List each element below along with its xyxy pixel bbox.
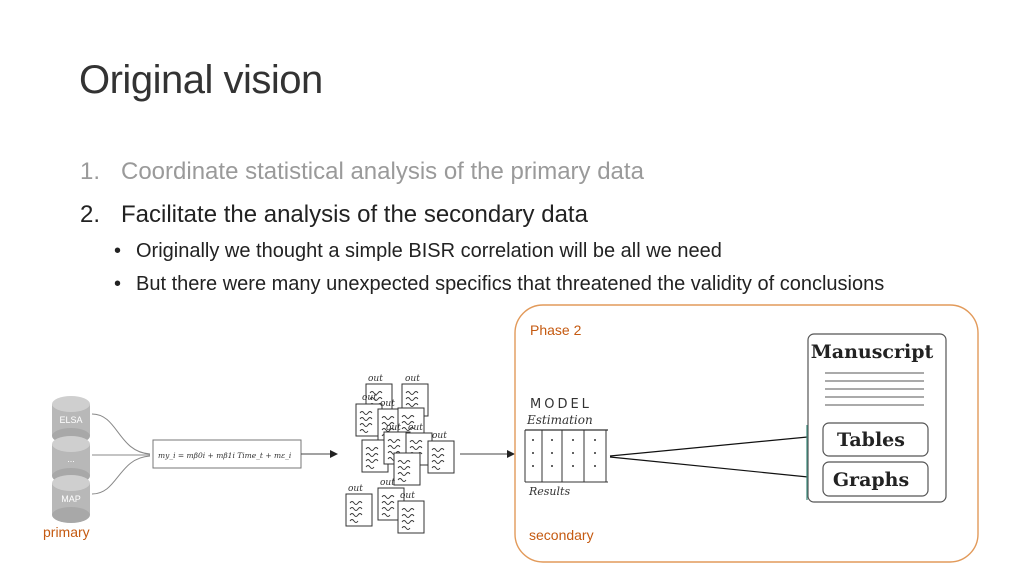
bullet-icon: • — [114, 273, 122, 295]
database-label: MAP — [61, 494, 81, 504]
model-to-graphs-arrow — [609, 456, 820, 482]
model-estimation-sketch: MODEL Estimation Results — [524, 397, 608, 498]
database-ellipsis: ... — [52, 436, 90, 484]
output-label: out — [400, 491, 415, 501]
slide-title: Original vision — [79, 58, 323, 102]
model-subtitle: Estimation — [526, 413, 593, 427]
graphs-label: Graphs — [833, 469, 909, 491]
tables-label: Tables — [837, 429, 905, 451]
output-sheets: out out out out out out out out out out — [345, 374, 455, 534]
db-connector — [91, 455, 151, 495]
numbered-item-2: 2. Facilitate the analysis of the seconda… — [80, 201, 588, 229]
secondary-label: secondary — [529, 527, 594, 543]
phase-2-frame — [514, 304, 979, 563]
db-connector — [91, 413, 151, 455]
tables-box: Tables — [822, 422, 929, 457]
bullet-text: But there were many unexpected specifics… — [136, 273, 885, 295]
item-number: 2. — [80, 201, 101, 228]
database-map: MAP — [52, 475, 90, 523]
item-text: Facilitate the analysis of the secondary… — [121, 201, 588, 228]
item-number: 1. — [80, 158, 101, 185]
output-label: out — [368, 374, 383, 384]
model-footer: Results — [528, 485, 570, 498]
model-title: MODEL — [530, 397, 592, 412]
phase-2-label: Phase 2 — [530, 322, 582, 338]
bullet-item-2: • But there were many unexpected specifi… — [114, 271, 926, 298]
manuscript-card: Manuscript Tables Graphs — [806, 333, 947, 503]
output-label: out — [408, 423, 423, 433]
primary-label: primary — [43, 524, 90, 540]
database-label: ... — [67, 454, 75, 464]
graphs-box: Graphs — [822, 461, 929, 497]
database-elsa: ELSA — [52, 396, 90, 444]
output-label: out — [432, 431, 447, 441]
bullet-text: Originally we thought a simple BISR corr… — [136, 240, 722, 262]
output-label: out — [405, 374, 420, 384]
database-label: ELSA — [59, 415, 82, 425]
numbered-item-1: 1. Coordinate statistical analysis of the… — [80, 158, 644, 186]
formula-text: my_i = mβ0i + mβ1i Time_t + mε_i — [158, 451, 292, 460]
output-label: out — [348, 484, 363, 494]
item-text: Coordinate statistical analysis of the p… — [121, 158, 644, 185]
output-label: out — [380, 478, 395, 488]
model-to-tables-arrow — [609, 432, 820, 457]
output-label: out — [386, 423, 401, 433]
bullet-item-1: • Originally we thought a simple BISR co… — [114, 238, 926, 265]
output-label: out — [380, 399, 395, 409]
output-label: out — [362, 393, 377, 403]
manuscript-title: Manuscript — [811, 341, 934, 363]
bullet-icon: • — [114, 240, 122, 262]
